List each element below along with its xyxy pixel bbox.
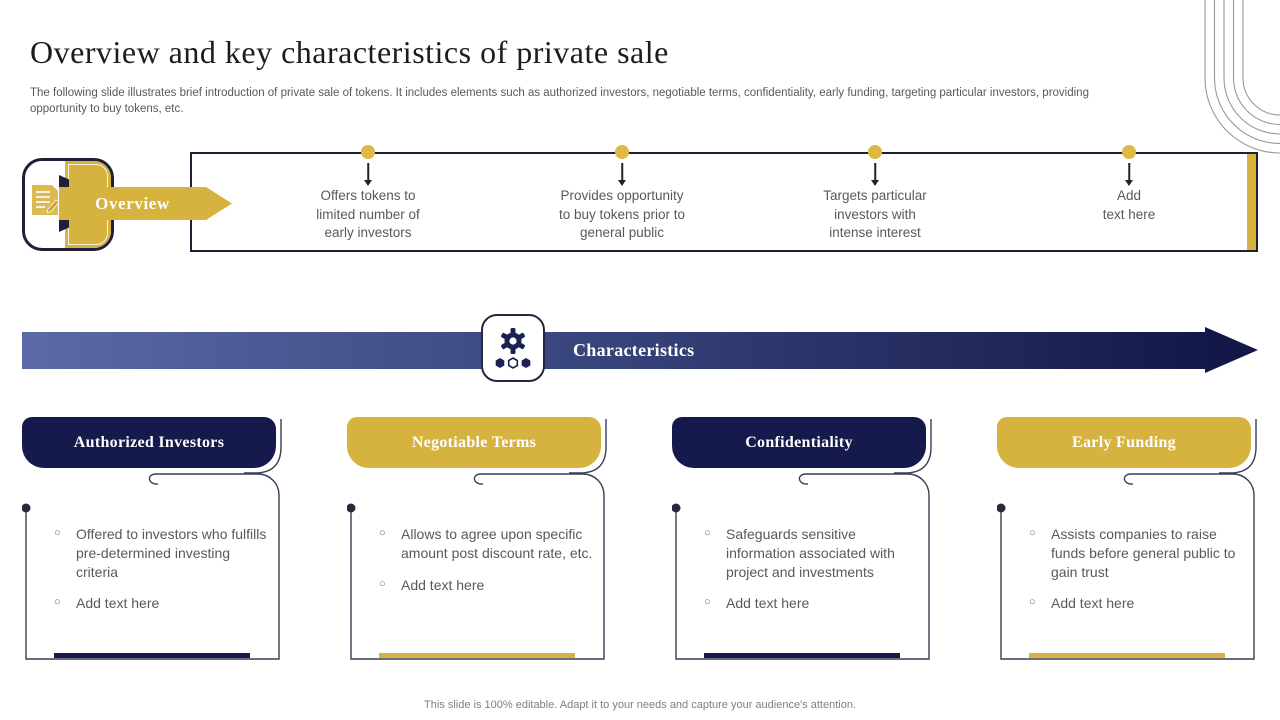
arrow-down-icon [618,180,626,186]
card-bullet-list: Safeguards sensitive information associa… [702,525,924,626]
page-title: Overview and key characteristics of priv… [30,34,669,70]
banner-arrowhead [1205,327,1258,373]
bullet-item[interactable]: Add text here [52,594,274,613]
footer-note: This slide is 100% editable. Adapt it to… [424,699,856,711]
arrow-stem [621,163,623,180]
bullet-item: Offered to investors who fulfills pre-de… [52,525,274,581]
arrow-down-icon [871,180,879,186]
timeline-item-text: Provides opportunity to buy tokens prior… [558,188,686,241]
timeline-dot [868,145,882,159]
ribbon-fold-bottom [59,219,69,232]
timeline-gold-bar [1247,154,1256,250]
slide-subtitle: The following slide illustrates brief in… [30,87,1089,116]
hexagon-dots-icon [495,357,531,369]
arrow-stem [874,163,876,180]
overview-label: Overview [95,193,170,213]
card-frame [997,419,1257,660]
card-title[interactable]: Confidentiality [672,417,926,468]
characteristics-label: Characteristics [573,340,695,360]
bullet-item: Assists companies to raise funds before … [1027,525,1249,581]
timeline-dot [1122,145,1136,159]
document-edit-icon [32,185,60,215]
card-early-funding: Early Funding Assists companies to raise… [997,417,1258,663]
arrow-stem [367,163,369,180]
corner-arcs-decoration [1204,0,1280,154]
ribbon-fold-top [59,175,69,188]
bullet-item: Safeguards sensitive information associa… [702,525,924,581]
card-frame [22,419,282,660]
timeline-item-text: Targets particular investors with intens… [823,188,927,241]
bullet-item: Allows to agree upon specific amount pos… [377,525,599,563]
overview-timeline-box: Offers tokens to limited number of early… [190,145,1258,252]
bullet-item[interactable]: Add text here [1027,594,1249,613]
card-frame [347,419,607,660]
arrow-stem [1128,163,1130,180]
bullet-item[interactable]: Add text here [377,576,599,595]
card-title[interactable]: Early Funding [997,417,1251,468]
bullet-item[interactable]: Add text here [702,594,924,613]
arrow-down-icon [364,180,372,186]
card-confidentiality: Confidentiality Safeguards sensitive inf… [672,417,933,663]
card-title[interactable]: Negotiable Terms [347,417,601,468]
card-negotiable-terms: Negotiable Terms Allows to agree upon sp… [347,417,608,663]
card-bullet-list: Allows to agree upon specific amount pos… [377,525,599,607]
card-bullet-list: Assists companies to raise funds before … [1027,525,1249,626]
card-bullet-list: Offered to investors who fulfills pre-de… [52,525,274,626]
gear-icon [501,328,525,354]
card-authorized-investors: Authorized Investors Offered to investor… [22,417,283,663]
overview-ribbon[interactable]: Overview [59,187,232,220]
card-title[interactable]: Authorized Investors [22,417,276,468]
timeline-dot [361,145,375,159]
arrow-down-icon [1125,180,1133,186]
timeline-item-text: Add text here [1102,188,1156,222]
timeline-item-text: Offers tokens to limited number of early… [316,188,420,241]
characteristics-banner [22,332,1206,369]
characteristics-icon-box [481,314,545,382]
timeline-dot [615,145,629,159]
card-frame [672,419,932,660]
